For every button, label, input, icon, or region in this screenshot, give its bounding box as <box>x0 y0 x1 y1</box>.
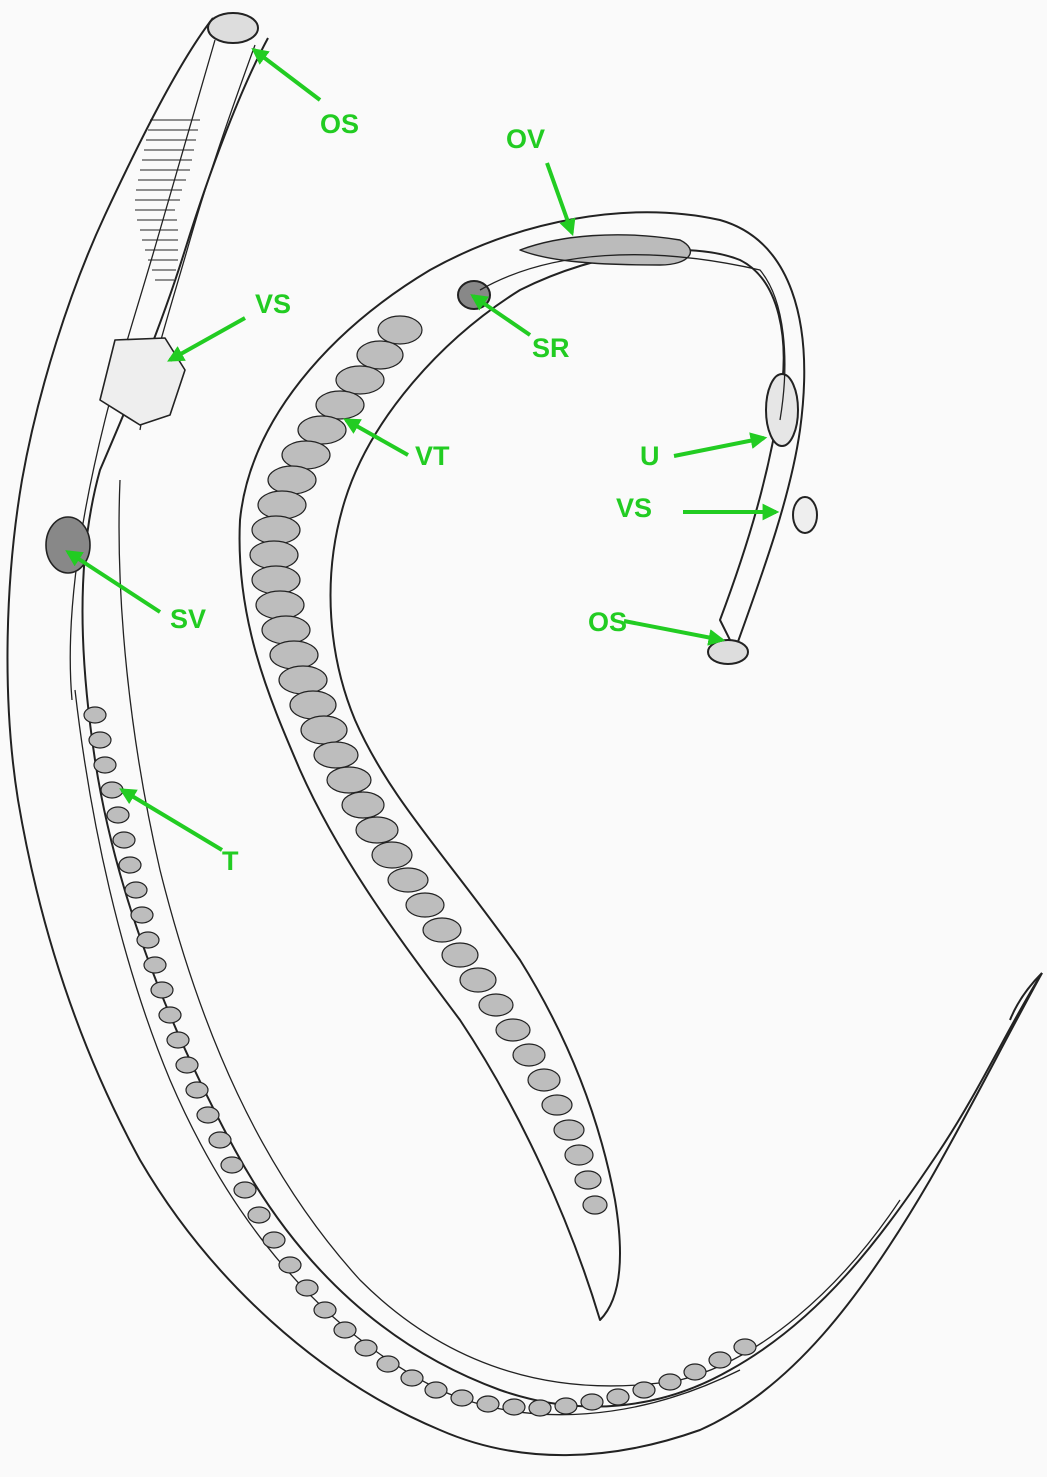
male-seminal-vesicle <box>46 517 90 573</box>
female-ventral-sucker <box>793 497 817 533</box>
label-right-vt: VT <box>415 441 450 471</box>
label-left-t: T <box>222 846 239 876</box>
label-right-os: OS <box>588 607 627 637</box>
label-right-u: U <box>640 441 660 471</box>
label-right-ov: OV <box>506 124 545 154</box>
label-left-vs: VS <box>255 289 291 319</box>
label-left-sv: SV <box>170 604 206 634</box>
female-oral-sucker <box>708 640 748 664</box>
male-oral-sucker <box>208 13 258 43</box>
label-left-os: OS <box>320 109 359 139</box>
label-right-sr: SR <box>532 333 570 363</box>
label-right-vs: VS <box>616 493 652 523</box>
